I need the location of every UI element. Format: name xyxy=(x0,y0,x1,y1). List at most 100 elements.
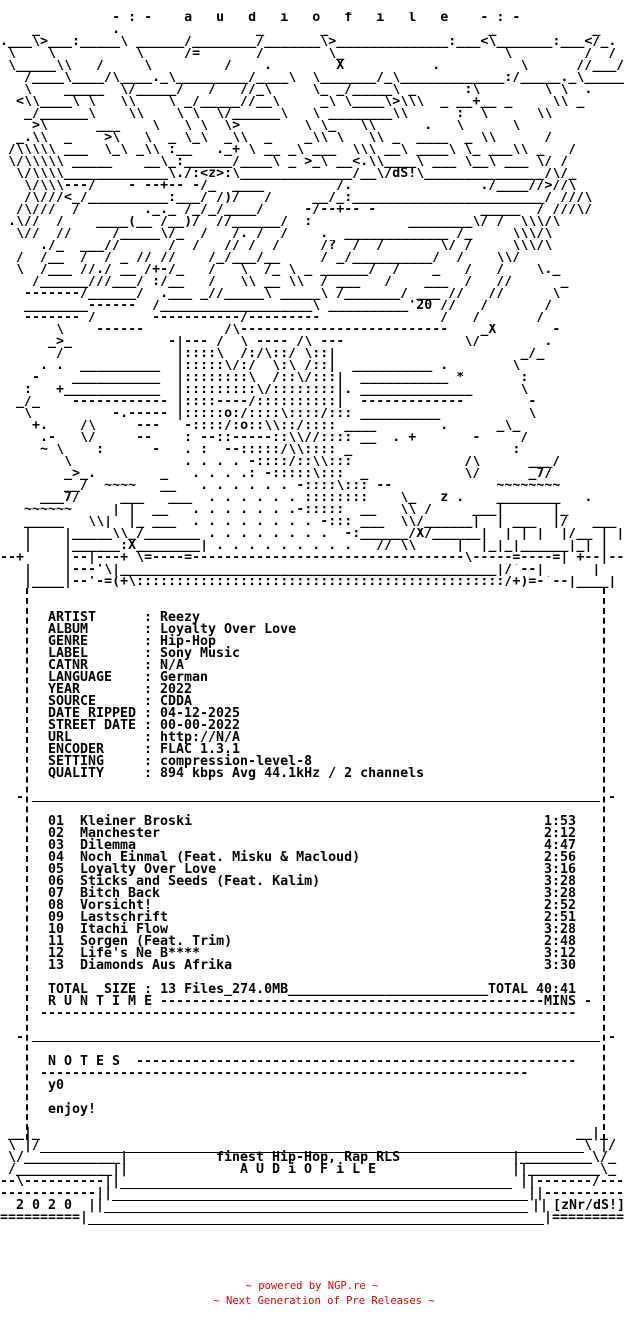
track-number: 02 xyxy=(48,826,65,841)
info-colon: : xyxy=(144,610,153,625)
dash-mark: - xyxy=(584,994,593,1009)
info-label: QUALITY xyxy=(48,766,105,781)
art-line: ~ \ : - . : --:::::/\\:::: _ : xyxy=(0,444,521,456)
info-label: SETTING xyxy=(48,754,105,769)
separator-mark: - xyxy=(16,790,25,805)
track-duration: 2:52 xyxy=(543,898,576,913)
track-title: Dilemma xyxy=(80,838,137,853)
track-title: Lastschrift xyxy=(80,910,169,925)
mins-label: MINS xyxy=(544,994,577,1009)
art-line: /\/// / ._._ /_/_/____/ -/--+-- - _____ … xyxy=(0,204,593,216)
art-line: _/______\ \\ \ \ \/______\ \ ________\\ … xyxy=(0,108,553,120)
info-colon: : xyxy=(144,718,153,733)
track-title: Itachi Flow xyxy=(80,922,169,937)
track-number: 12 xyxy=(48,946,65,961)
total-size: TOTAL SIZE : 13 Files_274.0MB xyxy=(48,982,289,997)
info-label: ALBUM xyxy=(48,622,89,637)
info-value: 894 kbps Avg 44.1kHz / 2 channels xyxy=(160,766,425,781)
section-divider xyxy=(32,1041,600,1042)
track-title: Bitch Back xyxy=(80,886,161,901)
info-colon: : xyxy=(144,754,153,769)
box-right-border xyxy=(603,588,605,1140)
footer-ornament-right: \ |/ xyxy=(584,1138,617,1153)
track-title: Vorsicht! xyxy=(80,898,153,913)
footer-ornament-left: || xyxy=(88,1198,105,1213)
footer-ornament-right: || xyxy=(532,1198,549,1213)
info-colon: : xyxy=(144,646,153,661)
track-number: 07 xyxy=(48,886,65,901)
art-line: __/ ~~~~ __ . . . . . . -::::\::: -- ~~~… xyxy=(0,480,561,492)
info-value: CDDA xyxy=(160,694,193,709)
art-line: \ . . . . -::::/::\\::: /\ ___/ xyxy=(0,456,561,468)
info-value: Hip-Hop xyxy=(160,634,217,649)
info-value: N/A xyxy=(160,658,185,673)
info-colon: : xyxy=(144,682,153,697)
art-line: / /__ / / _ // // /_/___/__ / _/________… xyxy=(0,252,521,264)
footer-ornament-right: ||-------/--- xyxy=(520,1174,624,1189)
art-line: \/\\\\\ _____ __\_:______/____\ _ >_\ __… xyxy=(0,156,569,168)
footer-ornament-right: __|_ xyxy=(576,1126,609,1141)
footer-ornament-left: ------------|| xyxy=(0,1186,113,1201)
track-duration: 1:53 xyxy=(543,814,576,829)
art-line: --+ |--|---+ \=----=--------------------… xyxy=(0,552,624,564)
art-line: -------/______/ .___ _//_____\ _____\ /_… xyxy=(0,288,561,300)
art-line: \ _____ \/_____/ / //_\ \_ _/_____\ _ :\… xyxy=(0,84,593,96)
art-line: |____|--'-=(+\::::::::::::::::::::::::::… xyxy=(0,576,617,588)
tagline-pre-releases: ~ Next Generation of Pre Releases ~ xyxy=(213,1295,435,1307)
track-number: 10 xyxy=(48,922,65,937)
separator-mark: - xyxy=(608,1030,617,1045)
info-value: 2022 xyxy=(160,682,193,697)
art-line: \ ------ /\-------------------------- _X… xyxy=(0,324,561,336)
track-number: 03 xyxy=(48,838,65,853)
track-title: Life's Ne B**** xyxy=(80,946,201,961)
art-line: /______///___/ :/__ / \\ __ \\ / ___ / _… xyxy=(0,276,569,288)
info-value: Loyalty Over Love xyxy=(160,622,297,637)
info-colon: : xyxy=(144,706,153,721)
footer-line xyxy=(120,1188,512,1189)
title-line: - : - a u d i o f i l e - : - xyxy=(0,12,521,24)
info-value: compression-level-8 xyxy=(160,754,313,769)
art-line: \ -.----- |:::::o:/::::\::::/::: _______… xyxy=(0,408,537,420)
fill-dashes: ----------------------------------------… xyxy=(40,1006,577,1021)
art-line: ------- / -----------/--------- / / / xyxy=(0,312,545,324)
info-colon: : xyxy=(144,658,153,673)
box-left-border xyxy=(26,588,28,1140)
track-title: Manchester xyxy=(80,826,161,841)
art-line: \_____\\ / \ / . X . \ //___/ xyxy=(0,60,624,72)
track-duration: 3:28 xyxy=(543,874,576,889)
track-number: 06 xyxy=(48,874,65,889)
info-label: GENRE xyxy=(48,634,89,649)
footer-ornament-right: ||---------- xyxy=(528,1186,624,1201)
footer-line xyxy=(104,1212,528,1213)
info-value: Sony Music xyxy=(160,646,241,661)
info-value: http://N/A xyxy=(160,730,241,745)
fill-line: _________________________ xyxy=(288,982,489,997)
track-title: Sorgen (Feat. Trim) xyxy=(80,934,233,949)
footer-group-name: A U D i O F i L E xyxy=(240,1162,377,1177)
track-title: Kleiner Broski xyxy=(80,814,193,829)
info-label: URL xyxy=(48,730,73,745)
track-number: 01 xyxy=(48,814,65,829)
powered-by: ~ powered by NGP.re ~ xyxy=(245,1280,379,1292)
art-line: \ /___ //./ __ /+-/_ / \ /_ \ _ ______/ … xyxy=(0,264,561,276)
track-duration: 2:56 xyxy=(543,850,576,865)
art-line: +. /\ --- -::::/:o::\\::/:::: ____ . _\_ xyxy=(0,420,521,432)
art-line: | |______:X________| . . . . . . . . . /… xyxy=(0,540,609,552)
section-divider xyxy=(32,801,600,802)
track-duration: 3:16 xyxy=(543,862,576,877)
footer-ornament-right: |_________\/_ xyxy=(512,1150,617,1165)
footer-tagline: finest Hip-Hop, Rap RLS xyxy=(216,1150,401,1165)
art-line: .- \/ -- : --::-----::\\//:::: __ . + - … xyxy=(0,432,529,444)
track-number: 08 xyxy=(48,898,65,913)
separator-mark: - xyxy=(608,790,617,805)
track-title: Loyalty Over Love xyxy=(80,862,217,877)
track-duration: 3:28 xyxy=(543,922,576,937)
art-line: \/\\\---/ - --+-- -/_ ____ /. ./____//>/… xyxy=(0,180,577,192)
info-colon: : xyxy=(144,766,153,781)
track-number: 09 xyxy=(48,910,65,925)
track-duration: 3:12 xyxy=(543,946,576,961)
track-title: Noch Einmal (Feat. Misku & Macloud) xyxy=(80,850,361,865)
footer-ornament-left: ==========| xyxy=(0,1210,89,1225)
art-line: _>_. _ . . . .: -:::::\::: _ \/ _7/ xyxy=(0,468,553,480)
art-line: _.\\ _ >\ \ _ \_\ _\\ _ _\\ \ \\ _ ____ … xyxy=(0,132,553,144)
